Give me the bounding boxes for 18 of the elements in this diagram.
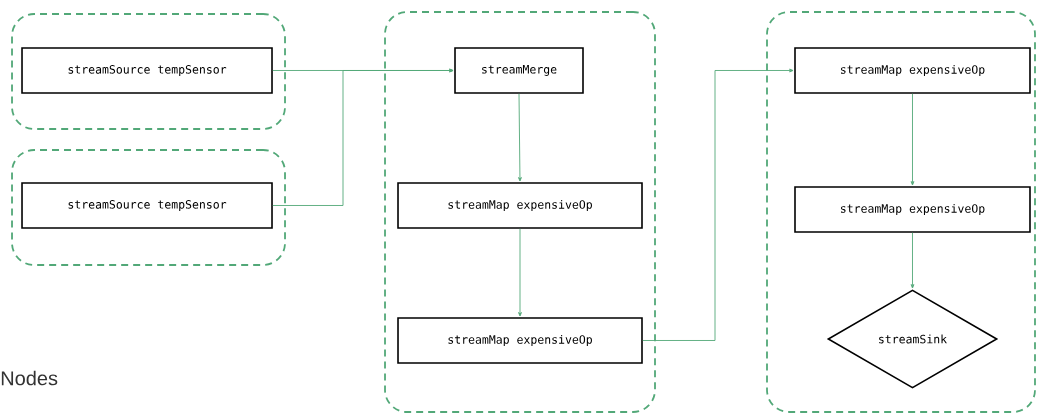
arrow — [518, 228, 522, 317]
process-box: streamSource tempSensor — [21, 182, 273, 229]
heading: Nodes — [1, 370, 58, 386]
process-box: streamMap expensiveOp — [794, 47, 1031, 94]
arrow — [272, 68, 454, 206]
process-box: streamMap expensiveOp — [794, 186, 1031, 233]
arrow — [910, 232, 915, 289]
process-box: streamMerge — [454, 47, 584, 94]
arrow — [642, 68, 794, 341]
arrow — [910, 93, 915, 186]
process-box: streamMap expensiveOp — [397, 317, 643, 364]
group-outline — [766, 11, 1036, 413]
process-box: streamSource tempSensor — [21, 47, 273, 94]
arrow — [518, 93, 522, 182]
group-outline — [384, 11, 656, 413]
group-outline — [11, 13, 286, 130]
process-box: streamMap expensiveOp — [397, 182, 643, 229]
group-outline — [11, 149, 286, 266]
